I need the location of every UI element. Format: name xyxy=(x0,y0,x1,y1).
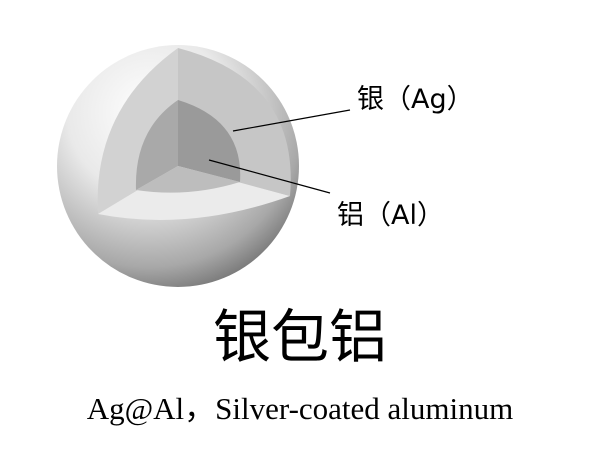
aluminum-core-right-face xyxy=(178,100,241,182)
diagram-title: 银包铝 xyxy=(212,303,387,371)
aluminum-core-bottom-face xyxy=(136,166,240,193)
aluminum-core-left-face xyxy=(135,100,178,190)
silver-shell-cut-bottom-face xyxy=(98,166,290,220)
diagram-subtitle: Ag@Al，Silver-coated aluminum xyxy=(86,391,514,426)
silver-label: 银（Ag） xyxy=(357,84,474,115)
aluminum-label: 铝（Al） xyxy=(337,200,444,231)
aluminum-leader-line xyxy=(208,159,331,194)
silver-leader-line xyxy=(232,109,351,132)
